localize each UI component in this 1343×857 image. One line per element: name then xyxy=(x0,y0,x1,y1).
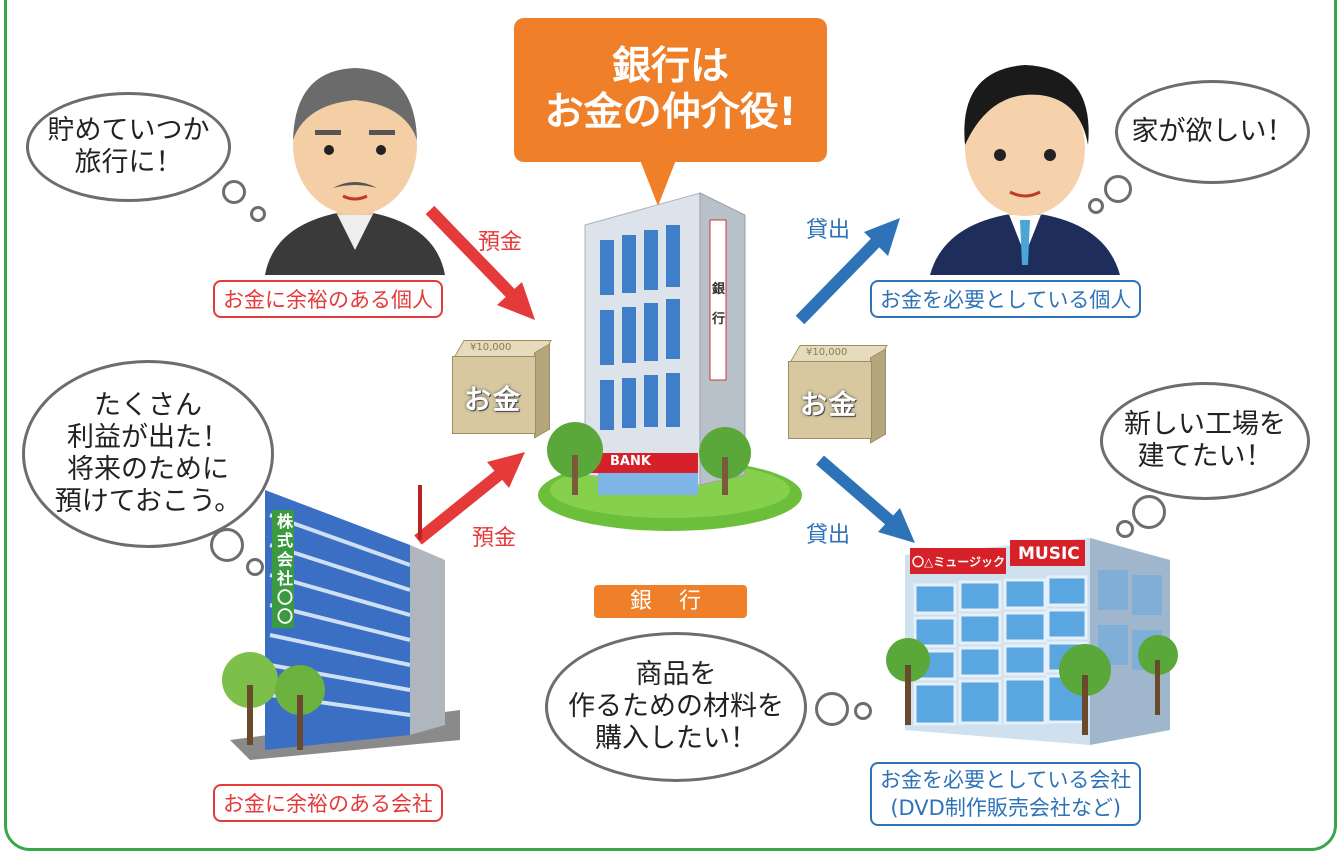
music-shop-sign: 〇△ミュージック xyxy=(912,555,1005,569)
loan-label-top: 貸出 xyxy=(806,218,851,243)
callout-tail xyxy=(640,160,676,206)
title-callout: 銀行は お金の仲介役! xyxy=(514,18,827,162)
bubble-dot xyxy=(210,528,244,562)
money-denomination-left: ¥10,000 xyxy=(470,342,512,353)
loan-label-bottom: 貸出 xyxy=(806,523,851,548)
bank-building xyxy=(538,192,802,531)
older-man-illustration xyxy=(265,68,445,275)
money-text-left: お金 xyxy=(464,385,522,416)
money-text-right: お金 xyxy=(800,390,858,421)
bank-label: 銀 行 xyxy=(594,585,747,618)
bubble-dot xyxy=(1088,198,1104,214)
bubble-company-saver: たくさん 利益が出た！ 将来のために 預けておこう。 xyxy=(22,360,274,548)
bank-sign: BANK xyxy=(610,454,651,469)
bubble-dot xyxy=(854,702,872,720)
loan-arrow-bottom xyxy=(816,455,915,543)
bubble-individual-saver: 貯めていつか 旅行に！ xyxy=(26,92,231,202)
bank-vertical-sign: 銀行 xyxy=(712,282,726,327)
music-shop-building xyxy=(886,538,1178,745)
bubble-dot xyxy=(250,206,266,222)
bubble-individual-borrower: 家が欲しい！ xyxy=(1115,80,1310,184)
label-individual-borrower: お金を必要としている個人 xyxy=(870,280,1142,318)
bubble-dot xyxy=(815,692,849,726)
bubble-company-borrower-materials: 商品を 作るための材料を 購入したい！ xyxy=(545,632,807,782)
loan-arrow-top xyxy=(795,218,900,325)
bubble-dot xyxy=(1132,495,1166,529)
label-company-saver: お金に余裕のある会社 xyxy=(213,784,443,822)
bubble-dot xyxy=(246,558,264,576)
deposit-label-top: 預金 xyxy=(478,230,523,255)
label-company-borrower-line1: お金を必要としている会社 xyxy=(880,768,1132,792)
money-box-right: ¥10,000 お金 xyxy=(788,345,888,444)
diagram-frame xyxy=(4,0,1337,851)
deposit-arrow-top xyxy=(425,205,535,320)
label-company-borrower: お金を必要としている会社 (DVD制作販売会社など) xyxy=(870,762,1142,826)
young-man-illustration xyxy=(930,65,1120,275)
deposit-arrow-bottom xyxy=(414,452,525,545)
label-individual-saver: お金に余裕のある個人 xyxy=(213,280,443,318)
label-company-borrower-line2: (DVD制作販売会社など) xyxy=(890,796,1122,820)
title-line1: 銀行は xyxy=(611,44,729,89)
bubble-dot xyxy=(222,180,246,204)
bubble-dot xyxy=(1104,175,1132,203)
company-building xyxy=(222,485,460,760)
money-box-left: ¥10,000 お金 xyxy=(452,340,552,439)
deposit-label-bottom: 預金 xyxy=(472,526,517,551)
money-denomination-right: ¥10,000 xyxy=(806,347,848,358)
bubble-dot xyxy=(1116,520,1134,538)
company-sign: 株式会社〇〇 xyxy=(276,512,293,626)
music-logo: MUSIC xyxy=(1018,544,1080,564)
bubble-company-borrower: 新しい工場を 建てたい！ xyxy=(1100,382,1310,500)
title-line2: お金の仲介役! xyxy=(544,90,797,135)
